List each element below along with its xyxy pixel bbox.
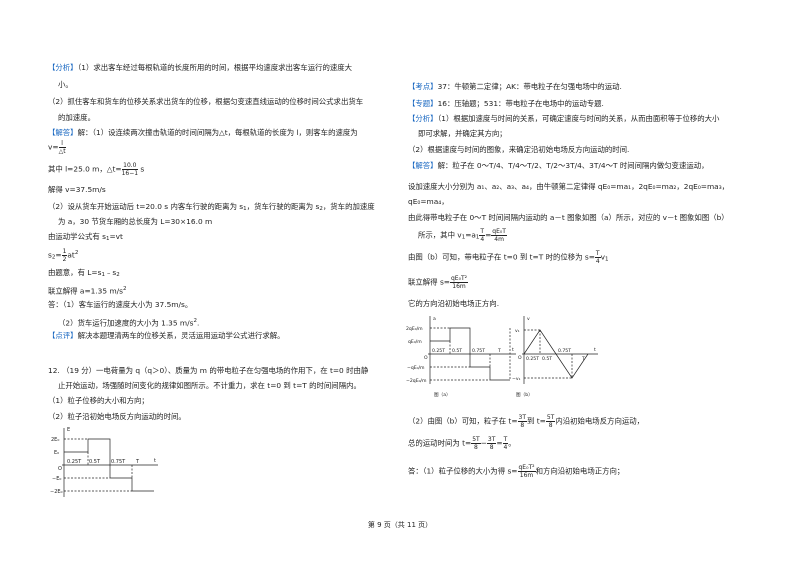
svg-text:0.25T: 0.25T — [432, 348, 445, 354]
analysis-text: 小。 — [58, 80, 73, 89]
comment-tag: 【点评】 — [48, 331, 78, 340]
svg-text:0.75T: 0.75T — [558, 348, 571, 354]
svg-text:O: O — [424, 355, 428, 361]
page-footer: 第 9 页（共 11 页） — [367, 521, 433, 529]
x-axis-label: t — [154, 458, 156, 464]
svg-text:T: T — [135, 459, 140, 465]
svg-text:2E₀: 2E₀ — [51, 437, 59, 443]
solution-text: 设加速度大小分别为 a₁、a₂、a₃、a₄，由牛顿第二定律得 qE₀=ma₁，2… — [408, 182, 730, 191]
solution-text: 它的方向沿初始电场正方向. — [408, 299, 500, 308]
svg-text:2qE₀/m: 2qE₀/m — [406, 326, 423, 332]
answer-text: 答：（1）客车运行的速度大小为 37.5m/s。 — [48, 300, 193, 309]
svg-text:0.5T: 0.5T — [452, 348, 462, 354]
question-text: （2）粒子沿初始电场反方向运动的时间。 — [48, 412, 186, 421]
svg-text:T: T — [497, 348, 501, 354]
x-axis-label: t — [594, 347, 596, 353]
analysis-line: 【分析】（1）根据加速度与时间的关系，可确定速度与时间的关系，从而由面积等于位移… — [408, 114, 720, 123]
e-waveform — [64, 438, 154, 492]
figure-a-caption: 图（a） — [434, 392, 451, 398]
figure-e-t: E t 2E₀ E₀ O −E₀ −2E₀ 0.25T 0.5T 0.75T T — [50, 427, 158, 497]
analysis-tag: 【分析】 — [408, 114, 438, 123]
analysis-text: 即可求解，并确定其方向； — [418, 129, 507, 138]
svg-text:−2qE₀/m: −2qE₀/m — [406, 378, 427, 384]
svg-text:v₁: v₁ — [515, 329, 520, 334]
svg-text:0.75T: 0.75T — [111, 459, 126, 465]
figure-v-t: v t v₁ O −v₁ 0.25T 0.5T 0.75T T 图（b） — [512, 316, 598, 398]
topic-tag: 【专题】 — [408, 99, 438, 108]
analysis-tag: 【分析】 — [48, 63, 78, 72]
svg-text:T: T — [581, 356, 585, 362]
svg-text:E₀: E₀ — [54, 450, 59, 456]
svg-text:−v₁: −v₁ — [512, 377, 521, 382]
svg-text:O: O — [518, 355, 522, 361]
svg-text:−2E₀: −2E₀ — [50, 489, 63, 495]
solution-text: 由此得带电粒子在 0～T 时间间隔内运动的 a－t 图象如图（a）所示，对应的 … — [408, 213, 729, 222]
solution-text: 由运动学公式有 s1=vt — [48, 232, 123, 242]
solution-text: 联立解得 a=1.35 m/s2 — [48, 286, 127, 296]
solution-text: 由题意，有 L=s1﹣s2 — [48, 268, 120, 278]
solution-line: 【解答】解：粒子在 0～T/4、T/4～T/2、T/2～3T/4、3T/4～T … — [408, 161, 709, 170]
question-text: （1）粒子位移的大小和方向； — [48, 396, 149, 405]
solution-tag: 【解答】 — [408, 161, 438, 170]
y-axis-label: a — [433, 317, 436, 322]
svg-text:0.5T: 0.5T — [542, 356, 552, 362]
svg-text:0.75T: 0.75T — [472, 348, 485, 354]
question-text: 止开始运动，场强随时间变化的规律如图所示。不计重力，求在 t=0 到 t=T 的… — [58, 381, 361, 390]
solution-text: 为 a，30 节货车厢的总长度为 L=30×16.0 m — [58, 217, 213, 226]
svg-text:qE₀/m: qE₀/m — [408, 339, 422, 345]
question-text: 12. （19 分）一电荷量为 q（q＞0）、质量为 m 的带电粒子在匀强电场的… — [48, 366, 369, 375]
formula-v: v=l△t — [48, 140, 66, 155]
result-text: 解得 v=37.5m/s — [48, 185, 106, 194]
svg-text:−E₀: −E₀ — [52, 476, 61, 482]
analysis-text: 的加速度。 — [58, 113, 95, 122]
analysis-text: （2）根据速度与时间的图象，来确定沿初始电场反方向运动的时间. — [408, 145, 630, 154]
svg-text:−qE₀/m: −qE₀/m — [407, 365, 425, 371]
v-waveform — [523, 329, 589, 379]
figure-a-t: a t 2qE₀/m qE₀/m O −qE₀/m −2qE₀/m 0.25T … — [406, 316, 516, 398]
svg-text:0.25T: 0.25T — [526, 356, 539, 362]
keypoint-line: 【考点】37：牛顿第二定律；AK：带电粒子在匀强电场中的运动. — [408, 82, 622, 91]
solution-text: （2）设从货车开始运动后 t=20.0 s 内客车行驶的距离为 s1，货车行驶的… — [48, 202, 375, 212]
comment-line: 【点评】解决本题理清两车的位移关系，灵活运用运动学公式进行求解。 — [48, 331, 285, 340]
a-waveform — [430, 327, 510, 381]
analysis-text: （2）抓住客车和货车的位移关系求出货车的位移，根据匀变速直线运动的位移时间公式求… — [48, 97, 364, 106]
analysis-line: 【分析】（1）求出客车经过每根轨道的长度所用的时间，根据平均速度求出客车运行的速… — [48, 63, 353, 72]
svg-text:O: O — [58, 466, 62, 472]
solution-tag: 【解答】 — [48, 128, 78, 137]
topic-line: 【专题】16：压轴题；531：带电粒子在电场中的运动专题. — [408, 99, 604, 108]
y-axis-label: v — [527, 317, 530, 322]
y-axis-label: E — [67, 427, 70, 433]
solution-text: qE₀=ma₄， — [408, 197, 449, 206]
svg-text:0.5T: 0.5T — [89, 459, 101, 465]
solution-line: 【解答】解：（1）设连续两次撞击轨道的时间间隔为△t，每根轨道的长度为 l，则客… — [48, 128, 358, 137]
keypoint-tag: 【考点】 — [408, 82, 438, 91]
svg-text:0.25T: 0.25T — [67, 459, 82, 465]
figure-b-caption: 图（b） — [516, 392, 533, 398]
x-axis-label: t — [512, 347, 514, 353]
answer-text: （2）货车运行加速度的大小为 1.35 m/s2. — [58, 318, 200, 328]
